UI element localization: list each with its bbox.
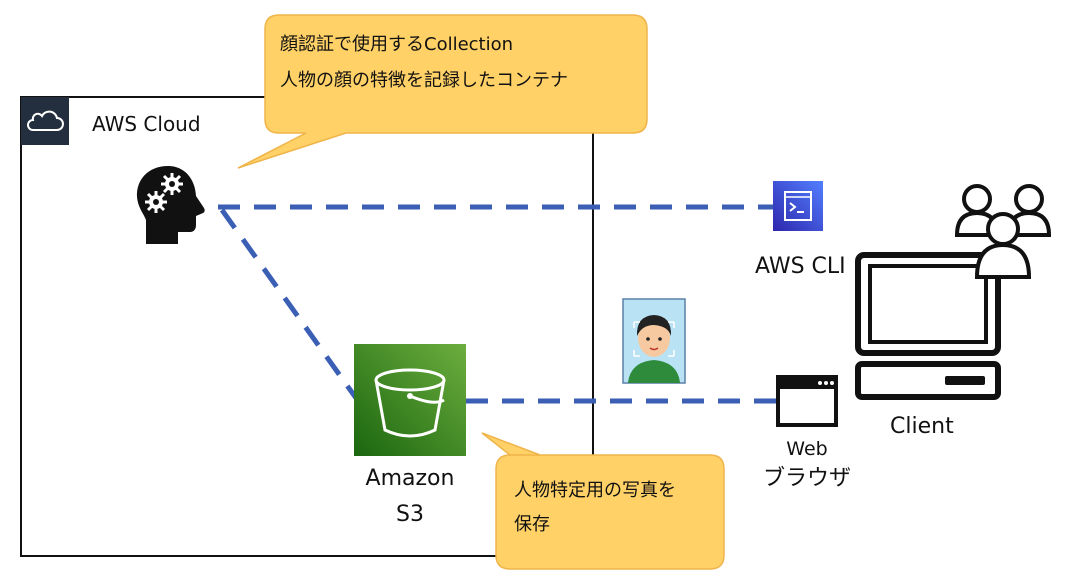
cloud-icon <box>27 110 64 131</box>
callout-s3-line1: 人物特定用の写真を <box>514 480 676 501</box>
terminal-icon <box>773 181 823 231</box>
browser-label-line1: Web <box>786 438 828 460</box>
browser-label-line2: ブラウザ <box>762 466 851 491</box>
brain-gears-icon <box>136 166 205 244</box>
browser-window-icon <box>776 375 838 427</box>
aws-cli-label: AWS CLI <box>755 254 846 279</box>
client-label: Client <box>890 414 954 439</box>
s3-label-line1: Amazon <box>365 466 455 491</box>
s3-bucket-icon <box>354 344 466 456</box>
face-photo-icon <box>622 298 686 384</box>
aws-cloud-label: AWS Cloud <box>92 112 201 136</box>
callout-collection-line1: 顔認証で使用するCollection <box>280 34 514 55</box>
users-icon <box>955 184 1052 279</box>
s3-label-line2: S3 <box>396 502 424 527</box>
computer-icon <box>855 252 1001 400</box>
callout-collection-line2: 人物の顔の特徴を記録したコンテナ <box>280 70 568 91</box>
connector-rekognition-s3 <box>219 208 359 400</box>
callout-s3-line2: 保存 <box>514 514 550 535</box>
